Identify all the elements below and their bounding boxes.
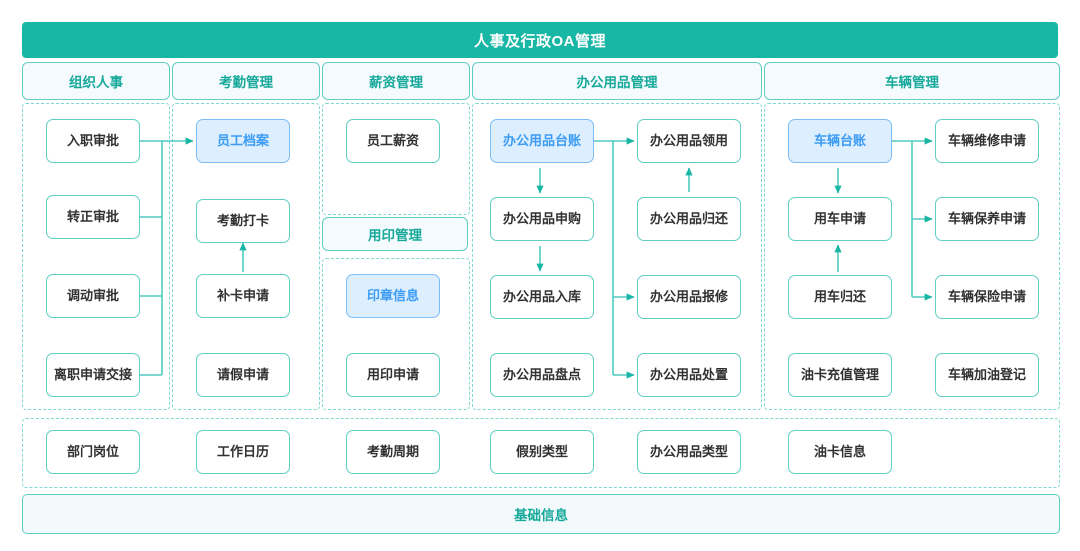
category-header-org-hr[interactable]: 组织人事 xyxy=(22,62,170,100)
node-org-hr-3[interactable]: 离职申请交接 xyxy=(46,353,140,397)
node-org-hr-2[interactable]: 调动审批 xyxy=(46,274,140,318)
panel-basic-info xyxy=(22,418,1060,488)
node-basic-4[interactable]: 办公用品类型 xyxy=(637,430,741,474)
footer-basic-info[interactable]: 基础信息 xyxy=(22,494,1060,534)
category-header-attendance[interactable]: 考勤管理 xyxy=(172,62,320,100)
node-attendance-3[interactable]: 请假申请 xyxy=(196,353,290,397)
panel-payroll xyxy=(322,103,470,215)
node-basic-1[interactable]: 工作日历 xyxy=(196,430,290,474)
node-basic-3[interactable]: 假别类型 xyxy=(490,430,594,474)
node-office-right-3[interactable]: 办公用品处置 xyxy=(637,353,741,397)
node-basic-0[interactable]: 部门岗位 xyxy=(46,430,140,474)
node-office-right-0[interactable]: 办公用品领用 xyxy=(637,119,741,163)
node-org-hr-0[interactable]: 入职审批 xyxy=(46,119,140,163)
page-title: 人事及行政OA管理 xyxy=(22,22,1058,58)
node-payroll-0[interactable]: 员工薪资 xyxy=(346,119,440,163)
node-vehicle-right-2[interactable]: 车辆保险申请 xyxy=(935,275,1039,319)
panel-seal xyxy=(322,258,470,410)
node-seal-1[interactable]: 用印申请 xyxy=(346,353,440,397)
node-office-right-1[interactable]: 办公用品归还 xyxy=(637,197,741,241)
panel-vehicle xyxy=(764,103,1060,410)
node-office-left-1[interactable]: 办公用品申购 xyxy=(490,197,594,241)
node-vehicle-right-0[interactable]: 车辆维修申请 xyxy=(935,119,1039,163)
category-header-office-supplies[interactable]: 办公用品管理 xyxy=(472,62,762,100)
node-office-left-2[interactable]: 办公用品入库 xyxy=(490,275,594,319)
node-vehicle-left-0[interactable]: 车辆台账 xyxy=(788,119,892,163)
node-vehicle-left-2[interactable]: 用车归还 xyxy=(788,275,892,319)
node-attendance-0[interactable]: 员工档案 xyxy=(196,119,290,163)
category-header-vehicle[interactable]: 车辆管理 xyxy=(764,62,1060,100)
subheader-seal-management[interactable]: 用印管理 xyxy=(322,217,468,251)
node-attendance-2[interactable]: 补卡申请 xyxy=(196,274,290,318)
node-attendance-1[interactable]: 考勤打卡 xyxy=(196,199,290,243)
node-office-left-0[interactable]: 办公用品台账 xyxy=(490,119,594,163)
node-basic-2[interactable]: 考勤周期 xyxy=(346,430,440,474)
node-vehicle-left-1[interactable]: 用车申请 xyxy=(788,197,892,241)
node-vehicle-right-1[interactable]: 车辆保养申请 xyxy=(935,197,1039,241)
node-basic-5[interactable]: 油卡信息 xyxy=(788,430,892,474)
node-org-hr-1[interactable]: 转正审批 xyxy=(46,195,140,239)
node-seal-0[interactable]: 印章信息 xyxy=(346,274,440,318)
node-office-right-2[interactable]: 办公用品报修 xyxy=(637,275,741,319)
category-header-payroll[interactable]: 薪资管理 xyxy=(322,62,470,100)
node-office-left-3[interactable]: 办公用品盘点 xyxy=(490,353,594,397)
panel-office-supplies xyxy=(472,103,762,410)
panel-org-hr xyxy=(22,103,170,410)
node-vehicle-right-3[interactable]: 车辆加油登记 xyxy=(935,353,1039,397)
panel-attendance xyxy=(172,103,320,410)
node-vehicle-left-3[interactable]: 油卡充值管理 xyxy=(788,353,892,397)
